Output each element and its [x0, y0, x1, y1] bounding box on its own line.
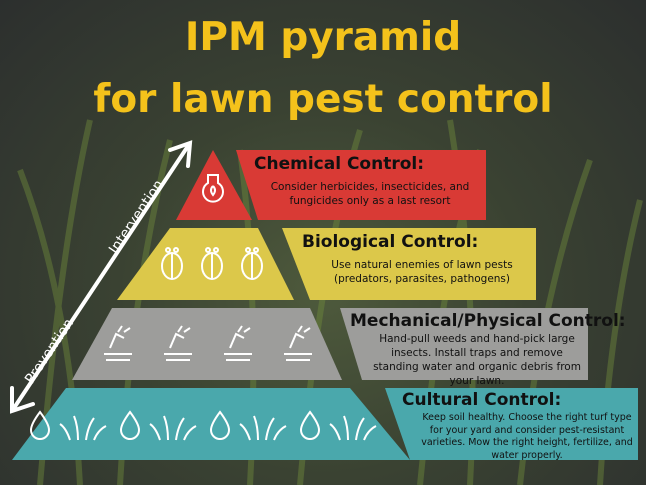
- tier-mechanical-pyramid: [72, 308, 342, 380]
- chemical-description: Consider herbicides, insecticides, and f…: [270, 181, 470, 207]
- flask-leaf-icon: [202, 174, 224, 203]
- tier-chemical-pyramid: [176, 150, 252, 220]
- mechanical-description: Hand-pull weeds and hand-pick large inse…: [373, 333, 581, 387]
- water-drop-icon: [119, 410, 141, 440]
- grass-icon: [149, 415, 197, 441]
- title-line-2: for lawn pest control: [93, 77, 553, 122]
- biological-description: Use natural enemies of lawn pests (preda…: [331, 259, 513, 285]
- chemical-heading: Chemical Control:: [254, 154, 425, 174]
- cultural-heading: Cultural Control:: [402, 390, 562, 410]
- cultural-description: Keep soil healthy. Choose the right turf…: [421, 412, 633, 461]
- ladybug-icon: [201, 247, 223, 280]
- mechanical-heading: Mechanical/Physical Control:: [350, 311, 626, 331]
- grass-icon: [329, 415, 377, 441]
- biological-heading: Biological Control:: [302, 232, 479, 252]
- grass-icon: [239, 415, 287, 441]
- tier-cultural-box: [385, 388, 638, 460]
- hand-pull-weed-icon: [284, 325, 312, 361]
- water-drop-icon: [299, 410, 321, 440]
- tier-biological-box: [282, 228, 536, 300]
- tier-cultural-pyramid: [12, 388, 410, 460]
- tier-mechanical-box: [340, 308, 588, 380]
- tier-biological-pyramid: [117, 228, 294, 300]
- ladybug-icon: [241, 247, 263, 280]
- ladybug-icon: [161, 247, 183, 280]
- water-drop-icon: [209, 410, 231, 440]
- title-line-1: IPM pyramid: [184, 15, 462, 60]
- hand-pull-weed-icon: [164, 325, 192, 361]
- tier-chemical-box: [236, 150, 486, 220]
- grass-icon: [59, 415, 107, 441]
- hand-pull-weed-icon: [224, 325, 252, 361]
- water-drop-icon: [29, 410, 51, 440]
- hand-pull-weed-icon: [104, 325, 132, 361]
- double-arrow: [10, 140, 193, 414]
